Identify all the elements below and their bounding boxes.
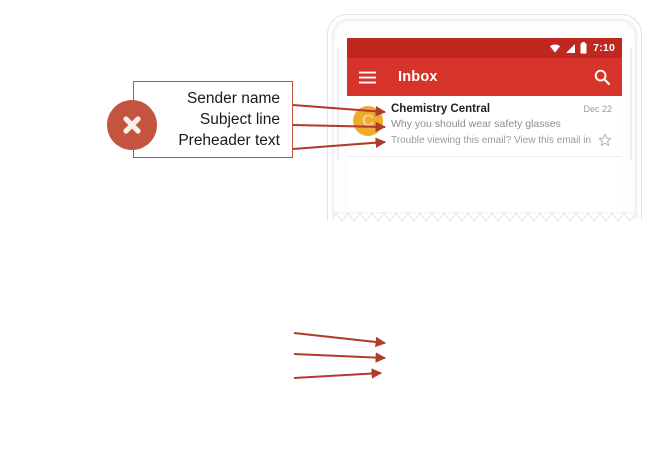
toolbar-title: Inbox: [398, 69, 438, 85]
status-bar: 7:10: [347, 38, 622, 58]
bad-example-panel: Sender name Subject line Preheader text: [107, 14, 642, 221]
app-toolbar: Inbox: [347, 58, 622, 96]
phone-side-button-right: [630, 49, 632, 159]
search-icon[interactable]: [594, 69, 610, 85]
email-subject: Why you should wear safety glasses: [391, 118, 561, 130]
email-preheader: Trouble viewing this email? View this em…: [391, 134, 592, 146]
phone-screen-bad: 7:10 Inbox: [347, 38, 622, 220]
battery-icon: [580, 42, 587, 54]
email-date: Dec 22: [583, 104, 612, 114]
email-sender: Chemistry Central: [391, 103, 491, 115]
callout-line-sender: Sender name: [186, 90, 280, 107]
email-row[interactable]: C Chemistry Central Dec 22 Why you shoul…: [347, 96, 622, 157]
x-circle-icon: [107, 100, 157, 150]
good-example-panel: Personal sender name Compelling subject …: [0, 227, 670, 453]
signal-icon: [566, 43, 576, 53]
torn-edge: [333, 212, 636, 221]
email-list: C Chemistry Central Dec 22 Why you shoul…: [347, 96, 622, 209]
email-list-empty-space: [347, 157, 622, 209]
phone-side-button-left: [337, 49, 339, 159]
star-outline-icon[interactable]: [592, 133, 612, 147]
avatar: C: [353, 106, 383, 136]
callout-line-preheader: Preheader text: [178, 132, 280, 149]
hamburger-menu-icon[interactable]: [359, 71, 376, 84]
status-time: 7:10: [593, 42, 615, 54]
wifi-icon: [550, 43, 561, 53]
phone-mockup-bad: 7:10 Inbox: [327, 14, 642, 221]
callout-line-subject: Subject line: [199, 111, 280, 128]
callout-box-bad: Sender name Subject line Preheader text: [133, 81, 293, 158]
